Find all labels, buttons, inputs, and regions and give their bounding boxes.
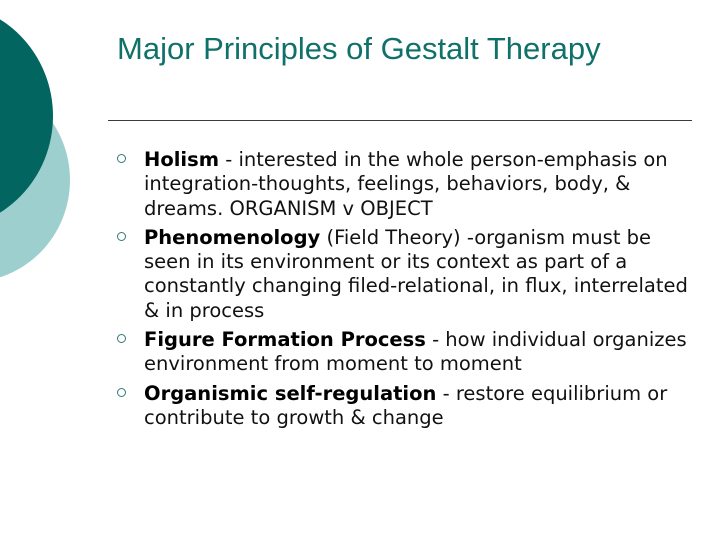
bullet-item-phenomenology: Phenomenology (Field Theory) -organism m…	[112, 226, 702, 323]
bullet-list: Holism - interested in the whole person-…	[112, 148, 702, 435]
bullet-text: - how individual organizes environment f…	[144, 328, 687, 376]
bullet-item-figure-formation: Figure Formation Process - how individua…	[112, 328, 702, 377]
title-divider	[108, 120, 692, 121]
bullet-text: - interested in the whole person-emphasi…	[144, 148, 668, 220]
bullet-item-self-regulation: Organismic self-regulation - restore equ…	[112, 382, 702, 431]
bullet-term: Phenomenology	[144, 225, 321, 249]
bullet-term: Holism	[144, 148, 220, 171]
bullet-text: - restore equilibrium or contribute to g…	[144, 381, 668, 429]
bullet-item-holism: Holism - interested in the whole person-…	[112, 148, 702, 221]
hollow-circle-bullet-icon	[117, 154, 126, 163]
bullet-text: (Field Theory) -organism must be seen in…	[144, 225, 688, 322]
hollow-circle-bullet-icon	[117, 387, 126, 397]
bullet-term: Organismic self-regulation	[144, 381, 437, 405]
hollow-circle-bullet-icon	[117, 231, 126, 241]
hollow-circle-bullet-icon	[117, 334, 126, 344]
slide-title: Major Principles of Gestalt Therapy	[117, 31, 601, 66]
bullet-term: Figure Formation Process	[144, 328, 426, 352]
